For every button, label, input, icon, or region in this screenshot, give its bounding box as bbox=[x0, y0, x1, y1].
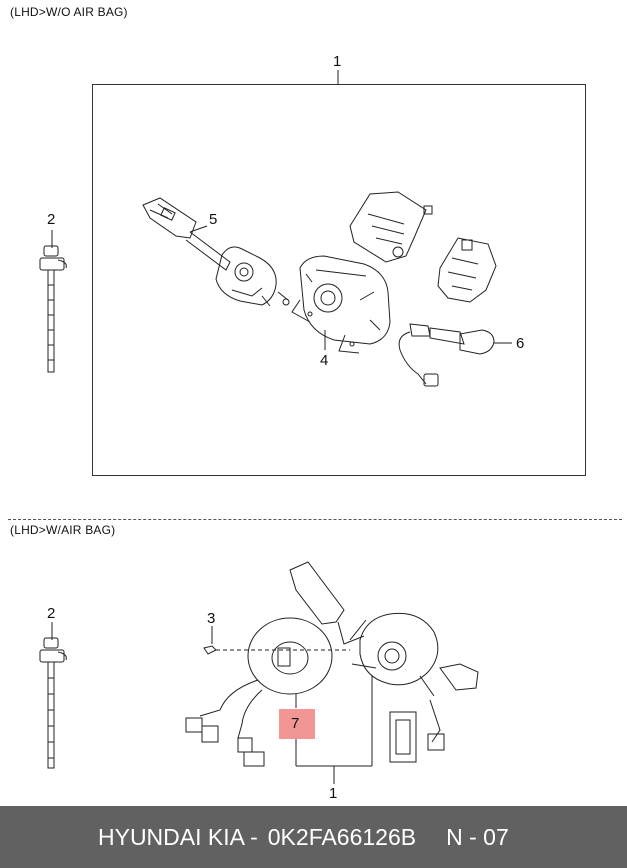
cable-tie-part-2-bottom bbox=[39, 622, 67, 769]
callout-1-bottom: 1 bbox=[329, 785, 338, 802]
callout-7: 7 bbox=[291, 715, 300, 732]
connector-block-right bbox=[437, 237, 497, 303]
callout-4: 4 bbox=[320, 352, 329, 369]
callout-1-top: 1 bbox=[333, 53, 342, 70]
callout-2-bottom: 2 bbox=[47, 605, 56, 622]
section-label-with-airbag: (LHD>W/AIR BAG) bbox=[10, 523, 116, 537]
footer-part-number: 0K2FA66126B bbox=[267, 823, 417, 850]
leader-bracket-1-bottom bbox=[295, 676, 373, 784]
footer-bar: HYUNDAI KIA - 0K2FA66126B N - 07 bbox=[0, 806, 627, 868]
callout-7-highlight bbox=[279, 709, 315, 739]
callout-2-top: 2 bbox=[47, 211, 56, 228]
callout-6: 6 bbox=[516, 335, 525, 352]
lever-switch-part-6 bbox=[398, 323, 512, 387]
section-divider bbox=[8, 519, 622, 520]
parts-diagram bbox=[39, 70, 512, 784]
footer-brand: HYUNDAI KIA - bbox=[98, 823, 258, 850]
callout-5: 5 bbox=[209, 211, 218, 228]
clock-spring-part-7 bbox=[185, 617, 333, 767]
column-switch-body-part-4 bbox=[291, 255, 391, 354]
assembly-frame bbox=[92, 84, 586, 476]
connector-block-upper bbox=[349, 191, 433, 263]
callout-3: 3 bbox=[207, 610, 216, 627]
footer-page-number: N - 07 bbox=[446, 823, 509, 850]
multifunction-switch-assembly bbox=[289, 561, 479, 763]
section-label-without-airbag: (LHD>W/O AIR BAG) bbox=[10, 5, 128, 19]
screw-part-3 bbox=[203, 626, 350, 655]
cable-tie-part-2-top bbox=[39, 230, 67, 373]
lever-switch-part-5 bbox=[142, 197, 290, 307]
